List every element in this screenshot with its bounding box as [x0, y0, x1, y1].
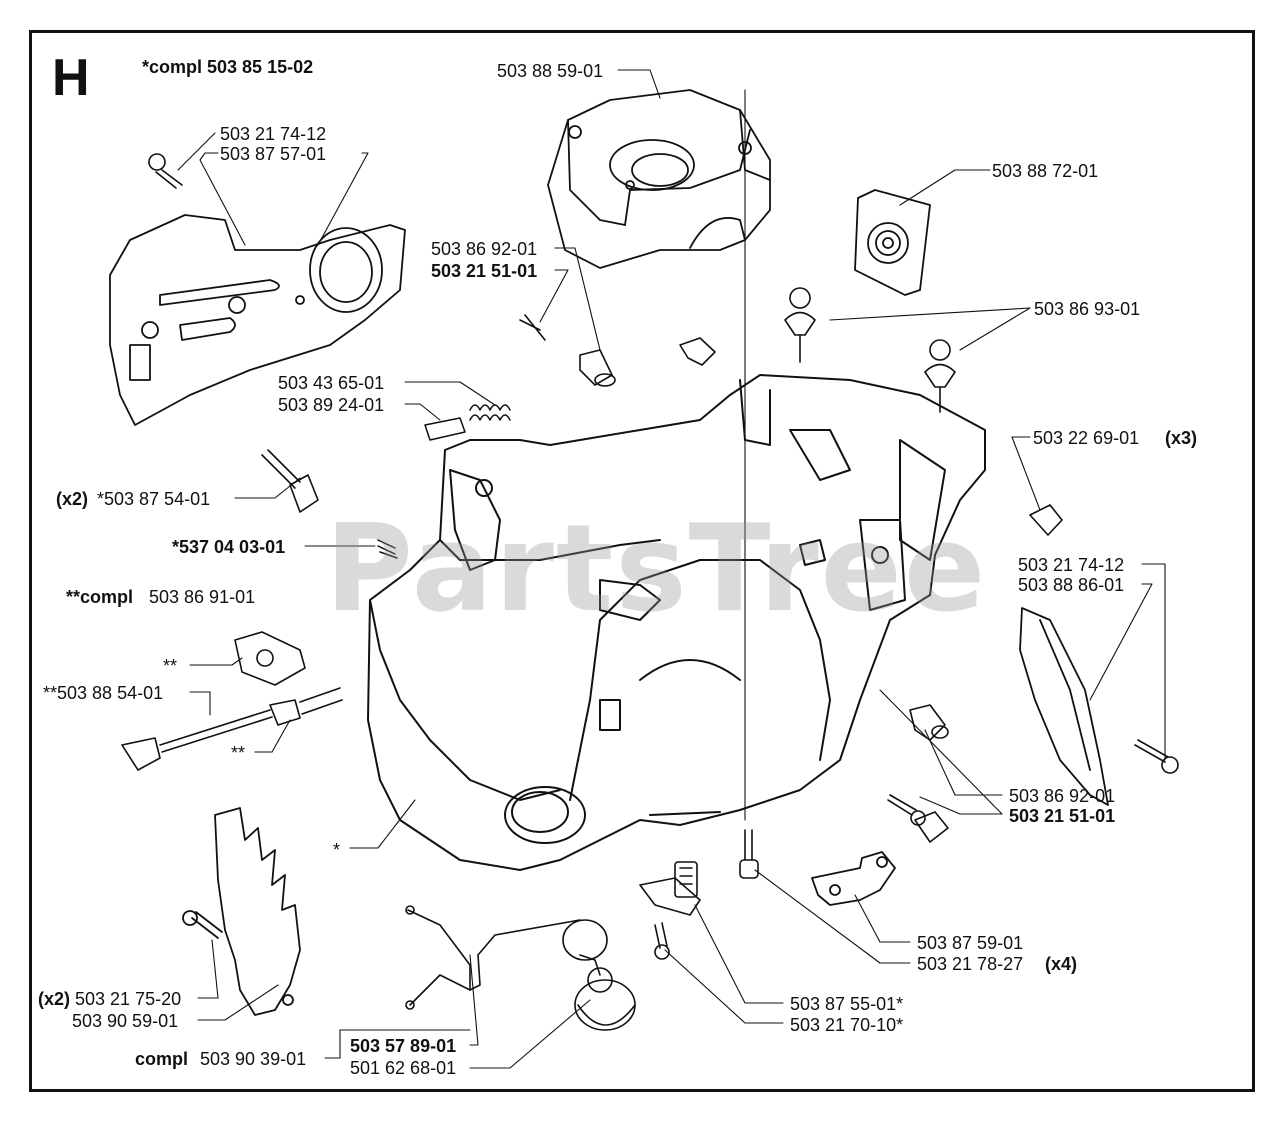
leader-lines [177, 69, 1166, 1069]
clip-part [914, 504, 1063, 843]
label-503-86-92-01-a: 503 86 92-01 [431, 239, 538, 259]
label-star: * [333, 840, 341, 860]
label-503-57-89-01: 503 57 89-01 [350, 1036, 457, 1056]
label-503-86-92-01-b: 503 86 92-01 [1009, 786, 1116, 806]
clutch-cover-part [109, 214, 406, 426]
label-503-21-74-12-b: 503 21 74-12 [1018, 555, 1125, 575]
label-compl-top: *compl 503 85 15-02 [142, 57, 314, 77]
nut-clip-part [679, 337, 716, 366]
screw-part [148, 153, 183, 189]
screw-right-part [1134, 739, 1179, 774]
label-503-87-59-01: 503 87 59-01 [917, 933, 1024, 953]
label-503-88-72-01: 503 88 72-01 [992, 161, 1099, 181]
oil-cap-part [405, 905, 636, 1031]
label-503-87-55-01: 503 87 55-01* [790, 994, 904, 1014]
label-503-43-65-01: 503 43 65-01 [278, 373, 385, 393]
bracket-part [811, 851, 896, 906]
label-503-88-54-01: **503 88 54-01 [43, 683, 164, 703]
chain-tensioner-part [121, 631, 343, 771]
label-star2-a: ** [163, 656, 178, 676]
label-503-22-69-01: 503 22 69-01 [1033, 428, 1140, 448]
tensioner-bolt-part [261, 449, 319, 513]
label-503-88-86-01: 503 88 86-01 [1018, 575, 1125, 595]
filter-part [854, 189, 931, 296]
watermark: PartsTree [325, 500, 988, 639]
diagram-frame [29, 30, 1255, 1092]
label-compl-c-prefix: compl [135, 1049, 189, 1069]
bolt-part [784, 287, 956, 413]
label-501-62-68-01: 501 62 68-01 [350, 1058, 457, 1078]
sleeve-right-part [887, 704, 949, 826]
label-x2-b: (x2) [38, 989, 71, 1009]
sleeve-part [519, 314, 616, 387]
label-503-21-75-20: 503 21 75-20 [75, 989, 182, 1009]
bolt-long-part [739, 829, 759, 879]
label-503-88-59-01: 503 88 59-01 [497, 61, 604, 81]
label-503-90-39-01: 503 90 39-01 [200, 1049, 307, 1069]
crankcase-part [367, 374, 986, 871]
label-star2-b: ** [231, 743, 246, 763]
small-spring-part [377, 539, 398, 559]
label-503-21-78-27: 503 21 78-27 [917, 954, 1024, 974]
label-503-87-54-01: *503 87 54-01 [97, 489, 211, 509]
section-letter: H [52, 49, 90, 107]
label-537-04-03-01: *537 04 03-01 [172, 537, 286, 557]
spring-part [424, 404, 511, 441]
label-503-21-74-12-a: 503 21 74-12 [220, 124, 327, 144]
cylinder-housing-part [547, 89, 771, 269]
oil-pickup-part [639, 861, 701, 960]
label-503-86-93-01: 503 86 93-01 [1034, 299, 1141, 319]
label-503-87-57-01: 503 87 57-01 [220, 144, 327, 164]
label-x4: (x4) [1045, 954, 1078, 974]
label-x2-a: (x2) [56, 489, 89, 509]
label-503-21-70-10: 503 21 70-10* [790, 1015, 904, 1035]
label-503-89-24-01: 503 89 24-01 [278, 395, 385, 415]
label-503-21-51-01-a: 503 21 51-01 [431, 261, 538, 281]
label-x3: (x3) [1165, 428, 1198, 448]
label-503-21-51-01-b: 503 21 51-01 [1009, 806, 1116, 826]
deflector-part [1019, 607, 1109, 806]
bumper-spike-part [182, 807, 301, 1016]
label-compl-b-prefix: **compl [66, 587, 134, 607]
label-503-86-91-01: 503 86 91-01 [149, 587, 256, 607]
label-503-90-59-01: 503 90 59-01 [72, 1011, 179, 1031]
